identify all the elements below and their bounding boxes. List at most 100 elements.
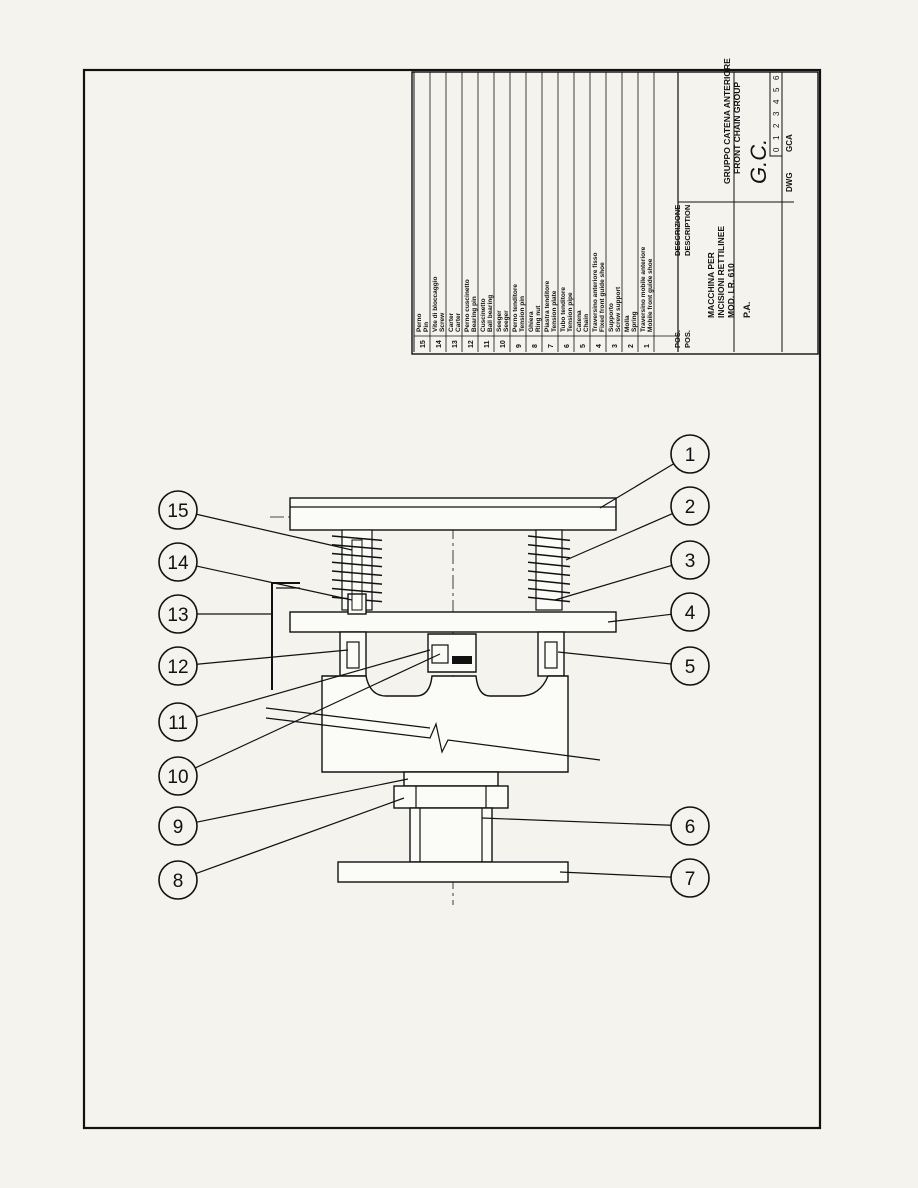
parts-header-pos: POS. bbox=[673, 330, 682, 348]
callout-label: 8 bbox=[173, 871, 184, 892]
sheet-3: 3 bbox=[772, 111, 781, 116]
leader-line-9 bbox=[196, 778, 409, 823]
parts-desc-en: Ball bearing bbox=[487, 295, 494, 332]
sheet-index: 0 1 2 3 4 5 6 bbox=[769, 71, 783, 157]
callout-3: 3 bbox=[670, 540, 710, 580]
part-14-screw bbox=[347, 593, 367, 615]
part-13-carter bbox=[271, 582, 300, 690]
sheet-4: 4 bbox=[772, 99, 781, 104]
machine-line-3: MOD. LR. 610 bbox=[726, 263, 736, 318]
part-8-ring-nut bbox=[393, 785, 509, 809]
parts-desc-it: Perno tenditore bbox=[512, 284, 519, 332]
machine-line-1: MACCHINA PER bbox=[706, 252, 716, 318]
parts-pos: 7 bbox=[548, 344, 555, 348]
parts-desc-en: Spring bbox=[631, 311, 638, 332]
part-15-pin bbox=[351, 539, 363, 611]
callout-10: 10 bbox=[158, 756, 198, 796]
parts-desc-it: Traversino anteriore fisso bbox=[592, 252, 599, 332]
group-title-it: GRUPPO CATENA ANTERIORE bbox=[722, 58, 732, 184]
part-11-bearing bbox=[427, 633, 477, 673]
machine-line-2: INCISIONI RETTILINEE bbox=[716, 226, 726, 318]
parts-desc-it: Catena bbox=[576, 310, 583, 332]
approved-label: P.A. bbox=[742, 302, 752, 318]
parts-pos: 14 bbox=[436, 340, 443, 348]
parts-desc-it: Perno bbox=[416, 314, 423, 332]
leader-line-15 bbox=[196, 513, 353, 551]
break-line bbox=[265, 717, 601, 761]
parts-pos: 15 bbox=[420, 340, 427, 348]
callout-label: 15 bbox=[167, 501, 188, 522]
callout-label: 4 bbox=[685, 603, 696, 624]
parts-desc-en: Tension pin bbox=[519, 296, 526, 332]
parts-desc-en: Chain bbox=[583, 314, 590, 332]
parts-header-desc: DESCRIZIONE bbox=[673, 205, 682, 256]
part-6-tension-pipe bbox=[409, 807, 493, 863]
parts-header-desc-en: DESCRIPTION bbox=[683, 205, 692, 256]
sheet-1: 1 bbox=[772, 135, 781, 140]
parts-desc-it: Supporto bbox=[608, 303, 615, 332]
part-2-springs bbox=[331, 529, 571, 611]
callout-label: 13 bbox=[167, 605, 188, 626]
callout-label: 12 bbox=[167, 657, 188, 678]
parts-pos: 1 bbox=[644, 344, 651, 348]
callout-2: 2 bbox=[670, 486, 710, 526]
sheet-2: 2 bbox=[772, 123, 781, 128]
part-10-seeger bbox=[452, 656, 472, 664]
sheet-5: 5 bbox=[772, 87, 781, 92]
parts-desc-it: Cuscinetto bbox=[480, 298, 487, 332]
callout-1: 1 bbox=[670, 434, 710, 474]
parts-pos: 12 bbox=[468, 340, 475, 348]
leader-line-8 bbox=[195, 797, 405, 875]
callout-6: 6 bbox=[670, 806, 710, 846]
sheet-0: 0 bbox=[772, 147, 781, 152]
parts-desc-en: Mobile front guide shoe bbox=[647, 258, 654, 332]
leader-line-12 bbox=[196, 649, 349, 665]
dwg-label: DWG bbox=[785, 172, 794, 192]
parts-pos: 4 bbox=[596, 344, 603, 348]
signature-mark: G.C. bbox=[746, 139, 771, 184]
leader-line-4 bbox=[607, 613, 672, 623]
callout-label: 3 bbox=[685, 551, 696, 572]
parts-header-pos-en: POS. bbox=[683, 330, 692, 348]
callout-label: 5 bbox=[685, 657, 696, 678]
dwg-code: GCA bbox=[785, 134, 794, 152]
callout-5: 5 bbox=[670, 646, 710, 686]
parts-pos: 5 bbox=[580, 344, 587, 348]
callout-label: 14 bbox=[167, 553, 189, 574]
callout-label: 7 bbox=[685, 869, 696, 890]
callout-label: 10 bbox=[167, 767, 188, 788]
parts-desc-en: Seeger bbox=[503, 310, 510, 332]
parts-desc-it: Seeger bbox=[496, 310, 503, 332]
callout-label: 11 bbox=[168, 713, 188, 734]
callout-12: 12 bbox=[158, 646, 198, 686]
part-5-chain-block bbox=[537, 631, 565, 677]
parts-desc-en: Carter bbox=[455, 312, 462, 332]
leader-line-14 bbox=[196, 565, 353, 601]
callout-label: 9 bbox=[173, 817, 184, 838]
parts-desc-it: Tubo tenditore bbox=[560, 287, 567, 332]
parts-pos: 10 bbox=[500, 340, 507, 348]
parts-desc-en: Screw bbox=[439, 312, 446, 332]
leader-line-2 bbox=[565, 513, 673, 561]
leader-line-3 bbox=[554, 564, 672, 601]
drawing-border bbox=[82, 68, 822, 1130]
parts-desc-it: Ghiera bbox=[528, 311, 535, 332]
parts-desc-it: Carter bbox=[448, 312, 455, 332]
parts-pos: 9 bbox=[516, 344, 523, 348]
parts-desc-it: Perno cuscinetto bbox=[464, 279, 471, 332]
leader-line-7 bbox=[559, 871, 672, 878]
callout-9: 9 bbox=[158, 806, 198, 846]
